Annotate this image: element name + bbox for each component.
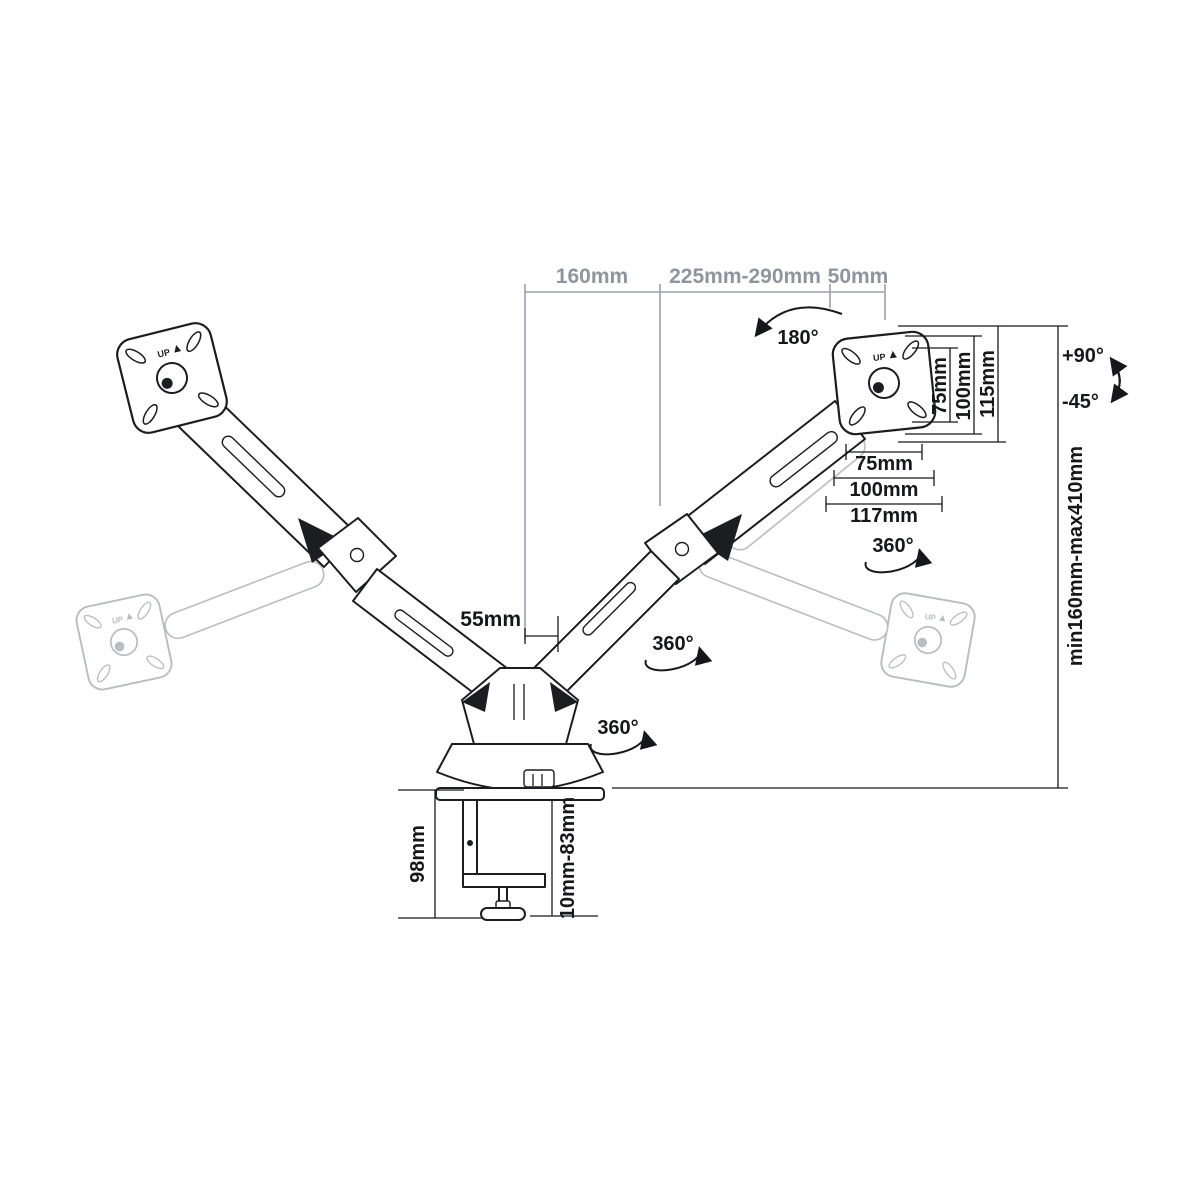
label-top-span-160: 160mm (556, 265, 628, 288)
center-base (436, 667, 604, 791)
ghost-vesa-plate-right (878, 590, 978, 690)
label-swivel-elbow-360: 360° (652, 633, 693, 655)
ghost-arm-left-lower (164, 560, 325, 640)
label-clamp-depth-98: 98mm (407, 825, 429, 883)
clamp-knob (480, 907, 526, 921)
right-elbow-pivot (674, 541, 690, 557)
rotation-arrows (589, 306, 1129, 756)
right-arm-lower-slot (582, 581, 637, 636)
label-clamp-range: 10mm-83mm (557, 797, 579, 919)
base-bell (436, 743, 604, 791)
desk-clamp (435, 787, 605, 921)
label-vesa-vertical-115: 115mm (977, 350, 999, 418)
dimension-annotations (398, 325, 1068, 919)
dimension-top-chain (524, 284, 886, 640)
monitor-arm-drawing (112, 318, 938, 921)
left-arm-upper-slot (221, 435, 286, 498)
cable-clip (523, 769, 555, 788)
label-vesa-vertical-75: 75mm (929, 357, 951, 415)
head-rotation-arrow (754, 306, 843, 338)
swivel-base-arrow (589, 730, 658, 756)
label-arm-width-55: 55mm (460, 608, 521, 631)
left-shoulder-wedge (298, 518, 344, 563)
left-arm-lower-slot (394, 609, 454, 657)
ghost-arm-right-lower (698, 550, 889, 641)
ghost-vesa-plate-left (72, 590, 176, 694)
label-vesa-vertical-100: 100mm (953, 352, 975, 421)
label-vesa-horizontal-117: 117mm (850, 505, 918, 527)
label-tilt-up: +90° (1062, 345, 1104, 367)
label-height-range: min160mm-max410mm (1065, 446, 1087, 666)
label-head-rotation-180: 180° (777, 327, 818, 349)
clamp-bottom-arm (462, 873, 546, 888)
label-vesa-horizontal-75: 75mm (855, 453, 913, 475)
label-top-span-225-290: 225mm-290mm (669, 265, 821, 288)
right-arm-lower-beam (530, 550, 680, 700)
label-top-span-50: 50mm (828, 265, 889, 288)
right-arm-upper-slot (769, 430, 838, 488)
vesa-plate-right (830, 329, 938, 437)
right-arm (530, 381, 885, 700)
dimension-labels: 160mm 225mm-290mm 50mm 180° 75mm 100mm 1… (407, 265, 1104, 919)
label-vesa-horizontal-100: 100mm (850, 479, 919, 501)
label-tilt-down: -45° (1062, 391, 1099, 413)
label-swivel-head-360: 360° (872, 535, 913, 557)
tilt-arrow-up (1109, 356, 1128, 401)
swivel-head-arrow (864, 548, 933, 574)
left-arm (170, 376, 513, 705)
clamp-screw-hole (467, 840, 473, 846)
right-shoulder-wedge (694, 514, 742, 561)
swivel-elbow-arrow (644, 646, 713, 672)
label-swivel-base-360: 360° (597, 717, 638, 739)
left-elbow-pivot (349, 547, 365, 563)
